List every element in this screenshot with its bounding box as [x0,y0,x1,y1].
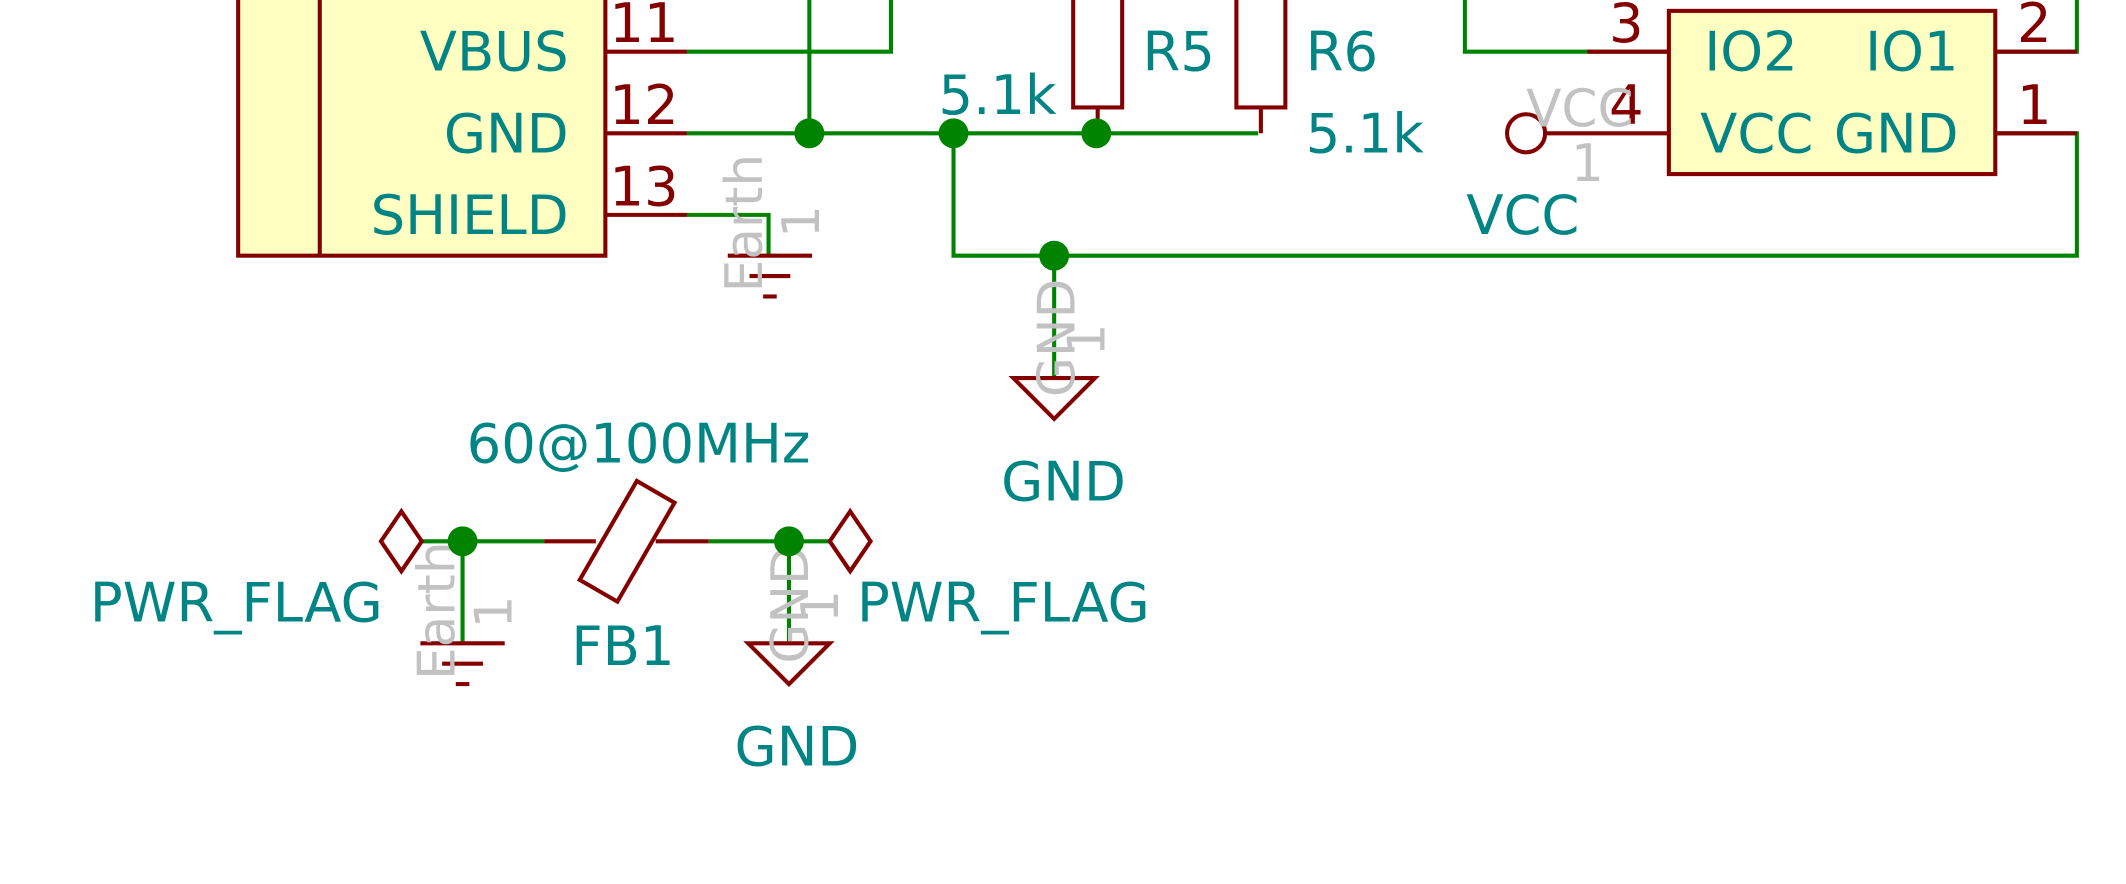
gnd-bottom-triangle-icon [743,641,835,687]
vcc-label: VCC [1466,184,1579,247]
esd-pin-number-3: 3 [1609,0,1644,55]
earth-top-symbol: Earth 1 [715,154,832,299]
resistor-r6-value: 5.1k [1306,102,1424,165]
resistor-r6: R6 5.1k [1234,0,1424,165]
pwr-flag-right-label: PWR_FLAG [857,572,1150,635]
junction-dot [774,526,804,557]
pwr-flag-right-diamond-icon [827,507,874,575]
junction-dot [447,526,478,557]
esd-pin-label-gnd: GND [1834,102,1959,165]
gnd-main-label: GND [1001,450,1126,513]
usb-pin-name-gnd: GND [444,102,569,165]
esd-pin-number-4: 4 [1609,74,1644,137]
gnd-main-hidden-ref: GND [1028,279,1088,397]
resistor-r5-body [1071,0,1125,110]
wire-shield [686,212,771,256]
usb-pin-number-13: 13 [609,155,678,218]
pwr-flag-left-label: PWR_FLAG [90,572,383,635]
junction-dot [794,118,825,149]
usb-connector: VBUS GND SHIELD 11 12 13 [236,0,687,258]
resistor-r5: R5 5.1k [939,0,1215,134]
earth-bottom-hidden-num: 1 [465,595,525,628]
resistor-r5-value: 5.1k [939,64,1057,127]
esd-pin-number-2: 2 [2017,0,2052,55]
earth-top-hidden-ref: Earth [715,154,775,293]
esd-chip-body [1666,8,1998,177]
gnd-main-hidden-num: 1 [1057,323,1117,356]
gnd-bottom-hidden-num: 1 [791,590,851,623]
ferrite-bead-icon [576,478,678,605]
resistor-r5-ref: R5 [1143,21,1215,84]
esd-chip: IO2 IO1 VCC GND 3 2 4 1 [1546,0,2077,177]
ferrite-value: 60@100MHz [467,412,811,475]
junction-dot [1081,118,1112,149]
junction-dot [1039,240,1070,271]
usb-pin-number-11: 11 [609,0,678,55]
gnd-main-triangle-icon [1008,376,1100,422]
junctions-top [794,118,1112,271]
ferrite-ref: FB1 [571,615,674,678]
vcc-hidden-num: 1 [1571,134,1604,194]
earth-top-hidden-num: 1 [772,205,832,238]
ferrite-section: 60@100MHz FB1 PWR_FLAG PWR_FLAG Earth 1 … [90,412,1150,778]
junction-dot [938,118,969,149]
pwr-flag-left-diamond-icon [378,507,425,575]
usb-pin-name-vbus: VBUS [420,21,569,84]
resistor-r6-body [1234,0,1288,110]
gnd-bottom-symbol: GND 1 GND [735,545,860,778]
usb-pin-number-12: 12 [609,74,678,137]
vcc-hidden-ref: VCC [1526,79,1634,139]
esd-pin-label-vcc: VCC [1700,102,1813,165]
usb-pin-name-shield: SHIELD [371,184,569,247]
esd-pin-number-1: 1 [2017,74,2052,137]
earth-bottom-hidden-ref: Earth [407,541,467,680]
gnd-bottom-label: GND [735,716,860,779]
esd-pin-label-io1: IO1 [1865,21,1958,84]
vcc-circle-icon [1505,112,1548,155]
wire-vbus [686,0,893,54]
gnd-main-symbol: GND 1 GND [1001,279,1126,514]
earth-bottom-symbol: Earth 1 [407,541,525,687]
resistor-r6-ref: R6 [1306,21,1378,84]
usb-connector-body [236,0,608,258]
vcc-power-symbol: VCC 1 VCC [1466,79,1633,246]
gnd-bottom-hidden-ref: GND [761,545,821,663]
esd-pin-label-io2: IO2 [1704,21,1797,84]
